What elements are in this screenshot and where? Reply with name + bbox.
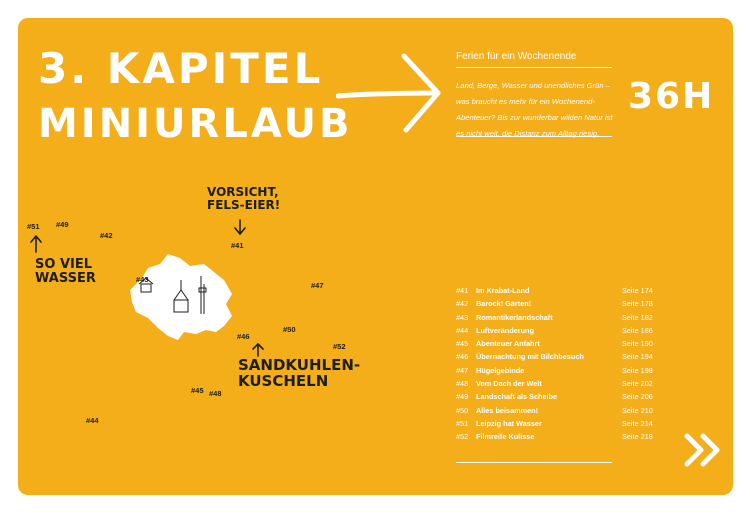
toc-number: #46 — [456, 352, 469, 362]
duration-label: 36H — [628, 76, 715, 117]
church-icon — [173, 280, 189, 313]
callout-fels: VORSICHT, FELS-EIER! — [207, 186, 280, 211]
map-marker: #49 — [56, 220, 69, 229]
toc-page: Seite 182 — [622, 312, 653, 322]
toc-number: #51 — [456, 418, 469, 428]
list-item[interactable]: #52 Filmreife Kulisse Seite 218 — [456, 432, 656, 445]
chapter-title-line1: 3. KAPITEL — [38, 44, 324, 93]
toc-number: #45 — [456, 339, 469, 349]
map-marker: #50 — [283, 325, 296, 334]
toc-page: Seite 202 — [622, 379, 653, 389]
callout-fels-line1: VORSICHT, — [207, 185, 279, 199]
toc-title: Luftveränderung — [476, 325, 534, 335]
toc-list: #41 Im Krabat-Land Seite 174 #42 Barock! Gä… — [456, 286, 656, 446]
toc-title: Alles beisammen! — [476, 405, 539, 415]
list-item[interactable]: #50 Alles beisammen! Seite 210 — [456, 406, 656, 419]
list-item[interactable]: #51 Leipzig hat Wasser Seite 214 — [456, 419, 656, 432]
arrow-down-icon — [234, 219, 246, 236]
chapter-title-line2: MINIURLAUB — [38, 101, 353, 147]
toc-title: Übernachtung mit Bilchbesuch — [476, 352, 584, 362]
list-item[interactable]: #43 Romantikerlandschaft Seite 182 — [456, 313, 656, 326]
list-item[interactable]: #45 Abenteuer Anfahrt Seite 190 — [456, 339, 656, 352]
toc-title: Hügelgebinde — [476, 365, 525, 375]
divider — [456, 462, 612, 463]
tower-icon — [198, 276, 207, 314]
list-item[interactable]: #49 Landschaft als Scheibe Seite 206 — [456, 392, 656, 405]
double-chevron-right-icon[interactable] — [683, 432, 723, 468]
toc-number: #41 — [456, 286, 469, 295]
list-item[interactable]: #41 Im Krabat-Land Seite 174 — [456, 286, 656, 299]
callout-sand-line2: KUSCHELN — [238, 371, 329, 390]
toc-title: Abenteuer Anfahrt — [476, 339, 540, 349]
map-marker: #41 — [231, 241, 244, 250]
toc-title: Barock! Gärten! — [476, 299, 532, 309]
list-item[interactable]: #44 Luftveränderung Seite 186 — [456, 326, 656, 339]
callout-wasser-line2: WASSER — [35, 270, 96, 286]
toc-page: Seite 218 — [622, 432, 653, 442]
toc-page: Seite 194 — [622, 352, 653, 362]
toc-number: #42 — [456, 299, 469, 309]
map-marker: #48 — [209, 389, 222, 398]
callout-fels-line2: FELS-EIER! — [207, 197, 281, 212]
toc-page: Seite 210 — [622, 405, 653, 415]
map-marker: #46 — [237, 332, 250, 341]
long-right-arrow-icon — [336, 53, 441, 133]
chapter-subtitle: Ferien für ein Wochenende — [456, 51, 577, 62]
map-marker: #47 — [311, 281, 324, 290]
toc-number: #44 — [456, 325, 469, 335]
chapter-panel: 3. KAPITEL MINIURLAUB Ferien für ein Woc… — [18, 18, 733, 495]
map-marker: #43 — [136, 275, 149, 284]
toc-page: Seite 198 — [622, 365, 653, 375]
list-item[interactable]: #42 Barock! Gärten! Seite 178 — [456, 299, 656, 312]
map-marker: #52 — [333, 342, 346, 351]
city-shape — [130, 254, 232, 340]
toc-page: Seite 214 — [622, 418, 653, 428]
arrow-up-icon — [252, 342, 264, 357]
chapter-intro: Land, Berge, Wasser und unendliches Grün… — [456, 81, 613, 138]
toc-page: Seite 174 — [622, 286, 653, 295]
toc-title: Landschaft als Scheibe — [476, 392, 558, 402]
toc-page: Seite 206 — [622, 392, 653, 402]
map-marker: #44 — [86, 416, 99, 425]
list-item[interactable]: #47 Hügelgebinde Seite 198 — [456, 366, 656, 379]
toc-title: Filmreife Kulisse — [476, 432, 535, 442]
toc-number: #50 — [456, 405, 469, 415]
arrow-up-icon — [30, 234, 42, 253]
toc-title: Romantikerlandschaft — [476, 312, 553, 322]
toc-page: Seite 178 — [622, 299, 653, 309]
toc-title: Im Krabat-Land — [476, 286, 530, 295]
toc-page: Seite 190 — [622, 339, 653, 349]
divider — [456, 136, 612, 137]
toc-page: Seite 186 — [622, 325, 653, 335]
map-marker: #45 — [191, 386, 204, 395]
callout-sand: SANDKUHLEN- KUSCHELN — [238, 356, 361, 390]
list-item[interactable]: #46 Übernachtung mit Bilchbesuch Seite 194 — [456, 352, 656, 365]
toc-number: #49 — [456, 392, 469, 402]
map-marker: #51 — [27, 222, 40, 231]
region-map — [30, 219, 264, 357]
building-icon — [138, 277, 154, 293]
toc-number: #47 — [456, 365, 469, 375]
toc-number: #52 — [456, 432, 469, 442]
toc-number: #48 — [456, 379, 469, 389]
map-marker: #42 — [100, 231, 113, 240]
toc-title: Vom Dach der Welt — [476, 379, 542, 389]
list-item[interactable]: #48 Vom Dach der Welt Seite 202 — [456, 379, 656, 392]
callout-wasser-line1: SO VIEL — [35, 257, 93, 272]
toc-title: Leipzig hat Wasser — [476, 418, 542, 428]
divider — [456, 67, 612, 68]
callout-sand-line1: SANDKUHLEN- — [238, 356, 361, 374]
toc-number: #43 — [456, 312, 469, 322]
callout-wasser: SO VIEL WASSER — [35, 258, 96, 285]
